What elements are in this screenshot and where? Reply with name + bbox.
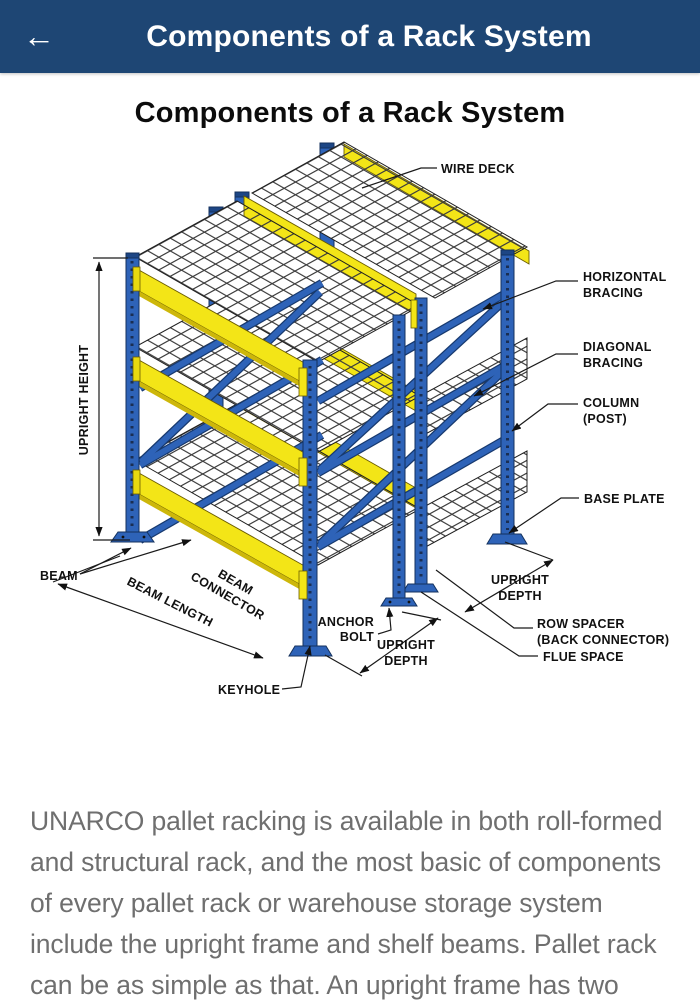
label-upright-depth-right-1: UPRIGHT: [491, 573, 549, 587]
leader-column-post: [511, 403, 578, 432]
leader-row-spacer: [435, 569, 533, 629]
app-header-title: Components of a Rack System: [146, 19, 592, 53]
label-flue-space: FLUE SPACE: [543, 650, 624, 664]
leader-keyhole: [281, 645, 312, 690]
label-horizontal-bracing-1: HORIZONTAL: [583, 270, 667, 284]
label-diagonal-bracing-1: DIAGONAL: [583, 340, 652, 354]
label-row-spacer-2: (BACK CONNECTOR): [537, 633, 669, 647]
label-horizontal-bracing-2: BRACING: [583, 286, 643, 300]
page-title: Components of a Rack System: [134, 97, 566, 129]
wire-deck-level-1: [133, 141, 530, 363]
leader-base-plate: [508, 497, 579, 534]
label-beam: BEAM: [40, 569, 78, 583]
label-column-post-1: COLUMN: [583, 396, 639, 410]
label-wire-deck: WIRE DECK: [441, 162, 515, 176]
label-column-post-2: (POST): [583, 412, 627, 426]
label-upright-height: UPRIGHT HEIGHT: [77, 345, 91, 456]
dim-upright-depth-left: [359, 617, 439, 674]
leader-diagonal-bracing: [473, 353, 578, 397]
back-arrow-icon[interactable]: ←: [23, 18, 55, 54]
shelf-beams: [129, 264, 318, 599]
columns: [110, 249, 528, 657]
column-back-pair: [380, 297, 439, 607]
label-anchor-bolt-2: BOLT: [340, 630, 374, 644]
beam-connector-plate: [298, 367, 308, 397]
label-row-spacer-1: ROW SPACER: [537, 617, 625, 631]
leader-flue-space: [420, 591, 538, 657]
label-diagonal-bracing-2: BRACING: [583, 356, 643, 370]
leader-horizontal-bracing: [482, 280, 578, 310]
dim-upright-depth-right: [464, 559, 554, 613]
label-keyhole: KEYHOLE: [218, 683, 280, 697]
column-front-middle: [288, 359, 333, 657]
column-front-left: [110, 252, 155, 543]
leader-beam-2: [79, 539, 192, 575]
leader-lines: [52, 167, 579, 690]
leader-wire-deck: [361, 167, 437, 189]
label-anchor-bolt-1: ANCHOR: [318, 615, 374, 629]
column-right: [486, 249, 528, 545]
leader-anchor-bolt: [377, 607, 394, 635]
rack-diagram: WIRE DECK HORIZONTAL BRACING DIAGONAL BR…: [0, 132, 700, 760]
label-upright-depth-left-2: DEPTH: [384, 654, 428, 668]
dim-beam-length: [57, 583, 264, 659]
label-base-plate: BASE PLATE: [584, 492, 665, 506]
label-upright-depth-left-1: UPRIGHT: [377, 638, 435, 652]
label-upright-depth-right-2: DEPTH: [498, 589, 542, 603]
article-paragraph: UNARCO pallet racking is available in bo…: [30, 805, 663, 1000]
app-header: ← Components of a Rack System: [0, 0, 700, 73]
